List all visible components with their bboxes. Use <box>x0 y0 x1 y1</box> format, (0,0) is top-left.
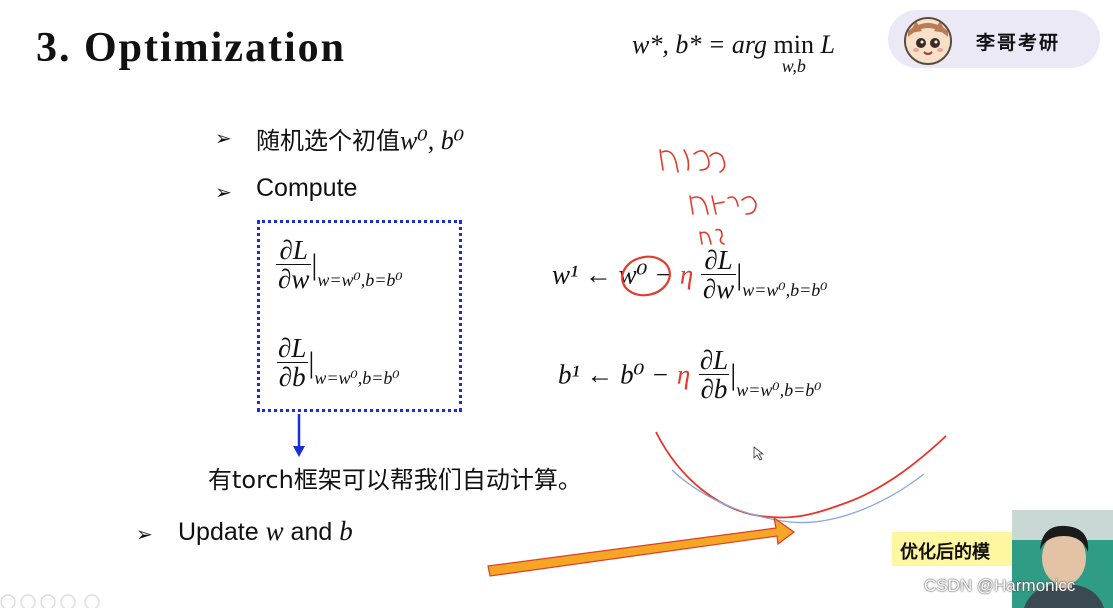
grad-b-den: ∂b <box>276 362 308 393</box>
cat-avatar-icon <box>906 19 950 63</box>
down-arrow-icon <box>293 414 305 457</box>
update-w-eval: w=w⁰,b=b⁰ <box>742 279 828 300</box>
grad-w: ∂L ∂w |w=w⁰,b=b⁰ <box>276 235 403 295</box>
autograd-note: 有torch框架可以帮我们自动计算。 <box>208 466 582 494</box>
grad-b: ∂L ∂b |w=w⁰,b=b⁰ <box>276 333 400 393</box>
watermark: CSDN @Harmonicc <box>924 576 1076 595</box>
bullet-3-var-2: b <box>339 516 353 546</box>
grad-b-eval: w=w⁰,b=b⁰ <box>314 367 400 388</box>
bullet-3: Update w and b <box>178 516 353 547</box>
objective-lhs: w*, b* = arg <box>632 30 768 59</box>
update-w-lhs: w¹ ← w⁰ − <box>552 259 673 290</box>
grad-w-eval: w=w⁰,b=b⁰ <box>317 269 403 290</box>
slides-icon[interactable] <box>40 594 56 608</box>
update-b-num: ∂L <box>699 345 729 375</box>
grad-w-den: ∂w <box>276 264 312 295</box>
pen-icon[interactable] <box>20 594 36 608</box>
gradient-box <box>257 220 462 412</box>
loss-curve-blue <box>671 469 925 524</box>
objective-formula: w*, b* = arg min w,b L <box>632 30 835 77</box>
more-icon[interactable] <box>84 594 100 608</box>
presenter-video-icon <box>1012 510 1113 608</box>
prev-icon[interactable] <box>0 594 16 608</box>
update-b-lhs: b¹ ← b⁰ − <box>558 359 670 390</box>
bullet-arrow-icon: ➢ <box>215 126 232 150</box>
update-b-den: ∂b <box>698 374 730 405</box>
bullet-3-text-1: Update <box>178 518 259 546</box>
bullet-3-text-2: and <box>290 518 333 546</box>
grad-w-num: ∂L <box>279 235 308 265</box>
bullet-1-text: 随机选个初值 <box>256 127 400 155</box>
bullet-arrow-icon: ➢ <box>215 180 232 204</box>
bullet-2-text: Compute <box>256 174 358 202</box>
update-b-eta: η <box>676 359 691 390</box>
slide-title: 3. Optimization <box>36 25 346 71</box>
bullet-3-var-1: w <box>265 516 284 546</box>
grad-b-num: ∂L <box>278 333 307 363</box>
update-w-num: ∂L <box>704 245 733 275</box>
objective-var: L <box>820 30 835 59</box>
badge-name: 李哥考研 <box>976 32 1061 54</box>
mouse-cursor-icon <box>753 446 765 461</box>
objective-sub: w,b <box>781 56 806 76</box>
bullet-1-math: w⁰, b⁰ <box>400 126 465 155</box>
update-b: b¹ ← b⁰ − η ∂L ∂b |w=w⁰,b=b⁰ <box>558 345 822 405</box>
presentation-toolbar[interactable] <box>0 594 100 608</box>
orange-arrow-annotation <box>487 516 796 577</box>
update-b-eval: w=w⁰,b=b⁰ <box>736 379 822 400</box>
bullet-arrow-icon: ➢ <box>136 522 153 546</box>
overlay-label: 优化后的模 <box>892 532 1014 566</box>
zoom-icon[interactable] <box>60 594 76 608</box>
objective-min: min <box>773 30 814 59</box>
update-w-den: ∂w <box>700 274 737 305</box>
bullet-1: 随机选个初值w⁰, b⁰ <box>256 121 464 156</box>
handwriting-scribble <box>659 149 757 245</box>
author-badge: 李哥考研 <box>888 10 1100 68</box>
update-w-eta: η <box>679 259 694 290</box>
webcam-feed <box>1012 510 1113 608</box>
loss-curve-red <box>655 431 947 519</box>
update-w: w¹ ← w⁰ − η ∂L ∂w |w=w⁰,b=b⁰ <box>552 245 828 305</box>
avatar <box>904 17 952 65</box>
